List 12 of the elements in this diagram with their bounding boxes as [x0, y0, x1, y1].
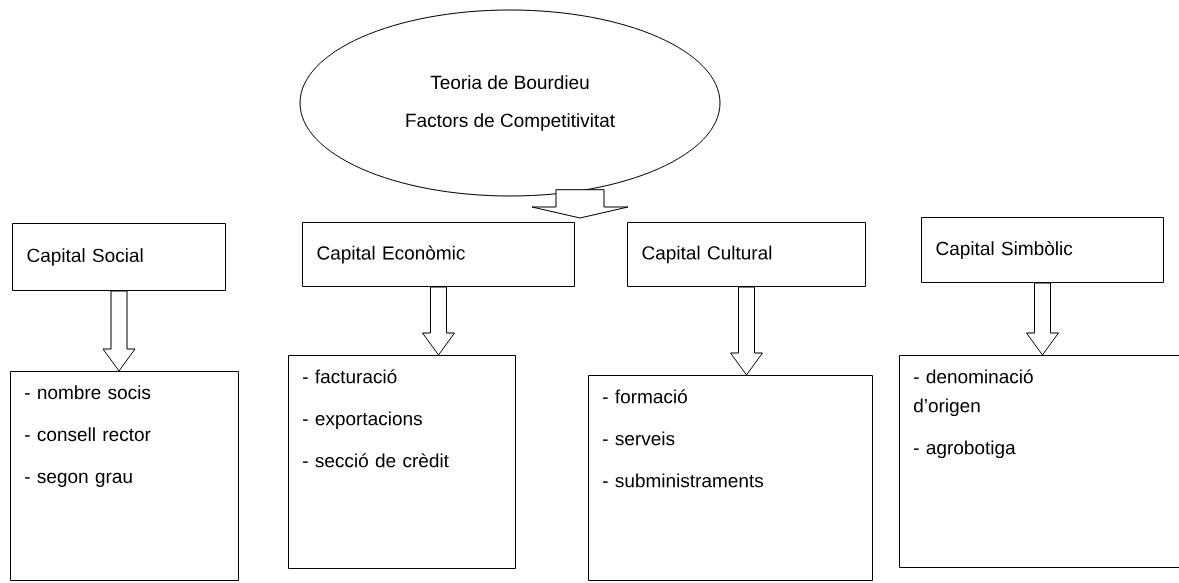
capital-box: Capital Cultural	[627, 222, 866, 287]
block-arrow	[422, 286, 455, 356]
capital-box: Capital Social	[12, 223, 226, 291]
block-arrow	[1026, 282, 1059, 356]
capital-box: Capital Econòmic	[302, 222, 575, 287]
block-arrow	[730, 286, 763, 376]
capital-box: Capital Simbòlic	[921, 217, 1164, 283]
list-box: - formació - serveis - subministraments	[588, 375, 873, 581]
list-box: - nombre socis - consell rector - segon grau	[10, 371, 239, 581]
block-arrow	[102, 290, 136, 372]
list-box: - denominació d’origen - agrobotiga	[899, 355, 1179, 568]
list-box: - facturació - exportacions - secció de crèdit	[288, 355, 516, 569]
